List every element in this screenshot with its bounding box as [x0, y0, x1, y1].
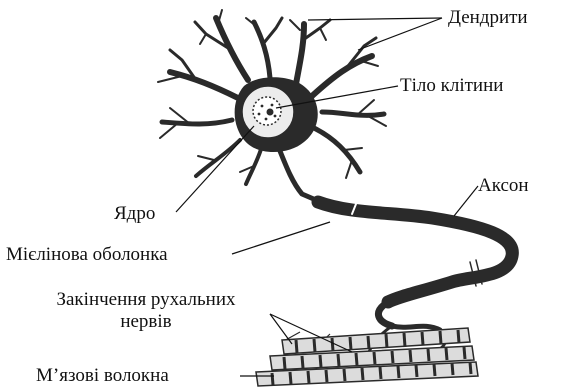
myelin-sheath [318, 202, 512, 302]
muscle-fibers-label: М’язові волокна [36, 366, 169, 385]
motor-nerve-endings-label-line2: нервів [22, 312, 270, 331]
myelin-sheath-label: Мієлінова оболонка [6, 245, 168, 264]
motor-nerve-endings-label-line1: Закінчення рухальних [22, 290, 270, 309]
dendrites-label: Дендрити [448, 8, 528, 27]
cell-body-label: Тіло клітини [400, 76, 503, 95]
axon-label: Аксон [478, 176, 529, 195]
nucleus-label: Ядро [114, 204, 155, 223]
nucleus [253, 97, 281, 125]
muscle-fibers [256, 328, 478, 386]
axon-hillock [278, 146, 316, 200]
